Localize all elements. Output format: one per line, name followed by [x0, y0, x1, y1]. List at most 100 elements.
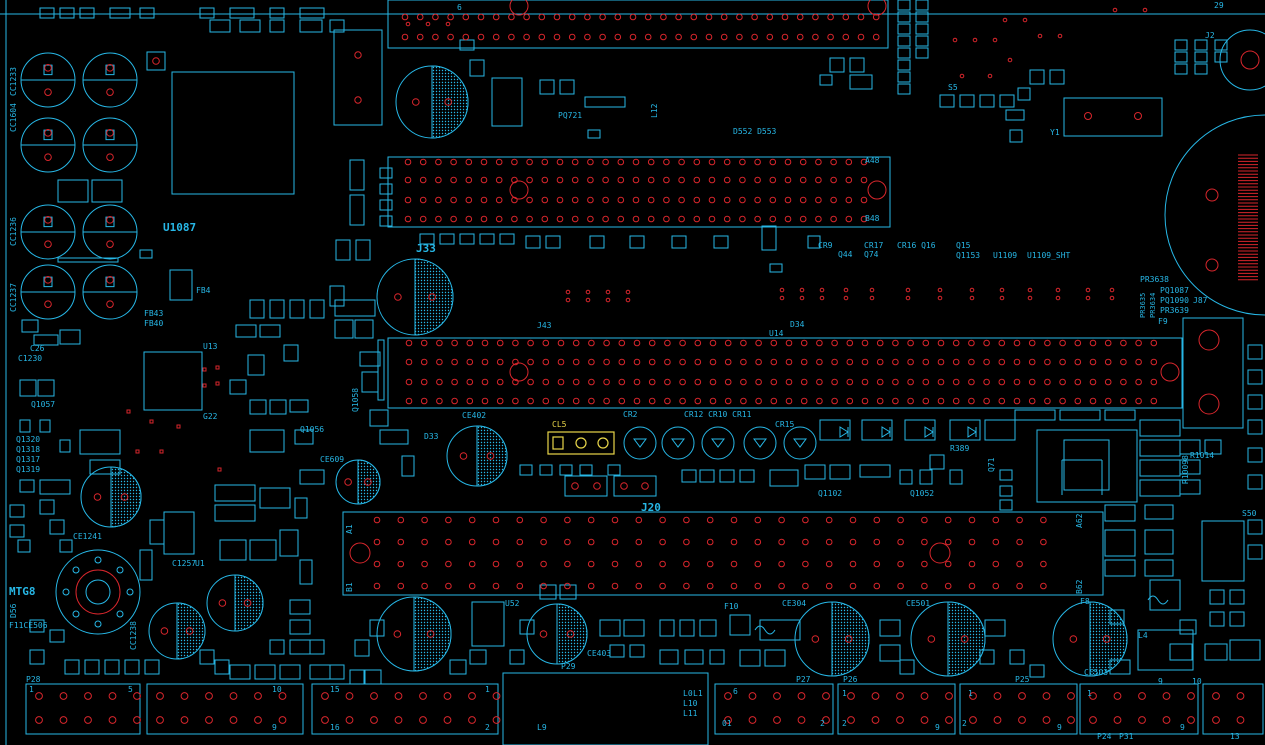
pad [937, 339, 945, 347]
pad [678, 215, 685, 223]
pad [952, 378, 960, 386]
diode-symbol [753, 438, 767, 448]
smd-component [1179, 439, 1201, 455]
smd-component [499, 233, 515, 245]
pad [812, 33, 819, 41]
pad [444, 98, 453, 106]
pad [1150, 339, 1158, 347]
pad [557, 378, 565, 386]
pad [842, 33, 850, 41]
smd-component [769, 263, 783, 273]
capacitor-polarity-hatch [431, 65, 469, 139]
pad [541, 176, 549, 184]
smd-component [1059, 409, 1101, 421]
pad [1067, 692, 1075, 700]
pad-small [1022, 17, 1028, 23]
pad [802, 560, 809, 568]
smd-component [369, 619, 385, 637]
pad [405, 378, 413, 386]
pad [1013, 358, 1021, 366]
pad [659, 560, 666, 568]
pad-small [425, 21, 431, 27]
pad [706, 516, 714, 524]
pad [1040, 516, 1047, 524]
designator-r389: R389 [950, 444, 970, 453]
smd-component [1009, 129, 1023, 143]
pad [815, 176, 822, 184]
pad [708, 158, 716, 166]
pad [345, 692, 354, 700]
pad [492, 13, 500, 21]
smd-component [79, 7, 95, 19]
smd-component [1104, 529, 1136, 557]
pad [526, 196, 533, 204]
smd-component [469, 649, 487, 665]
pad [588, 378, 595, 386]
smd-component [1169, 643, 1193, 661]
smd-component [984, 419, 1016, 441]
pad [785, 339, 793, 347]
pad [945, 716, 953, 724]
pad-small [605, 289, 611, 295]
pad [59, 692, 68, 700]
pad [254, 716, 262, 724]
designator-j20: J20 [641, 501, 661, 514]
mounting-hole [867, 180, 887, 200]
designator-l12: L12 [650, 103, 659, 118]
smd-component [519, 619, 535, 635]
pad [435, 215, 442, 223]
smd-component [84, 659, 100, 675]
pad [617, 176, 625, 184]
pad [1018, 716, 1026, 724]
pad [968, 538, 976, 546]
mounting-hole [1198, 393, 1220, 415]
pad [1104, 378, 1112, 386]
pad [468, 692, 476, 700]
pad [445, 538, 452, 546]
smd-component [269, 19, 285, 33]
pad [468, 560, 476, 568]
smd-component [519, 464, 533, 476]
pad [393, 630, 402, 638]
designator-cr15: CR15 [775, 420, 795, 429]
smd-component [289, 299, 305, 319]
pad [205, 716, 213, 724]
pad-small [843, 287, 849, 293]
smd-component [59, 539, 73, 553]
pad [660, 33, 667, 41]
pad [370, 716, 378, 724]
pad [785, 358, 793, 366]
pad [466, 397, 474, 405]
inductor-l4 [1137, 629, 1194, 671]
smd-component [57, 179, 89, 203]
pad [588, 358, 595, 366]
designator-f10: F10 [724, 602, 739, 611]
designator-cr2: CR2 [623, 410, 638, 419]
pad [401, 13, 409, 21]
smd-component [804, 464, 826, 480]
pad [861, 339, 869, 347]
designator-ce609: CE609 [320, 455, 345, 464]
designator-cr9: CR9 [818, 241, 833, 250]
pad [799, 176, 807, 184]
smd-component [579, 464, 593, 476]
smd-component [897, 11, 911, 23]
pad [44, 216, 52, 224]
pad [541, 196, 549, 204]
pad [892, 358, 899, 366]
pad [394, 293, 402, 301]
pad [907, 378, 914, 386]
smd-component [739, 469, 755, 483]
test-point [202, 383, 207, 388]
pin-hdr4-6: 6 [733, 687, 738, 696]
designator-q71: Q71 [987, 457, 996, 472]
pad [861, 378, 869, 386]
pad [1135, 339, 1142, 347]
electrolytic-capacitor [376, 258, 454, 336]
smd-component [1247, 344, 1263, 360]
smd-component [607, 464, 621, 476]
pad [557, 339, 565, 347]
pad [373, 582, 381, 590]
pad [468, 538, 476, 546]
